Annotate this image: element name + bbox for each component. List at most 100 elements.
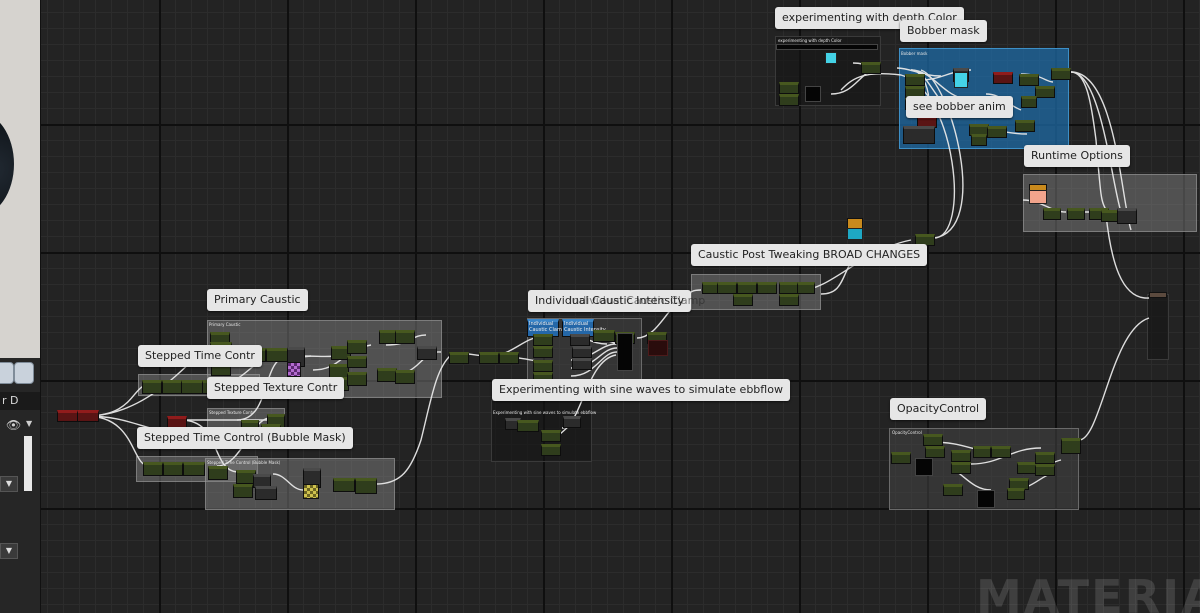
math-node[interactable] xyxy=(533,360,553,372)
math-node[interactable] xyxy=(572,346,592,358)
comment-box-runtime-options[interactable] xyxy=(1023,174,1197,232)
math-node[interactable] xyxy=(377,368,397,382)
parameter-node[interactable] xyxy=(57,410,79,422)
math-node[interactable] xyxy=(517,420,539,432)
math-node[interactable] xyxy=(797,282,815,294)
math-node[interactable] xyxy=(570,334,590,346)
math-node[interactable] xyxy=(347,372,367,386)
math-node[interactable] xyxy=(1035,464,1055,476)
math-node[interactable] xyxy=(183,462,205,476)
math-node[interactable] xyxy=(1067,208,1085,220)
math-node[interactable] xyxy=(1035,452,1055,464)
math-node[interactable] xyxy=(233,484,253,498)
math-node[interactable] xyxy=(779,94,799,106)
math-node[interactable] xyxy=(891,452,911,464)
texture-sample-node[interactable] xyxy=(915,458,933,476)
math-node[interactable] xyxy=(142,380,162,394)
math-node[interactable] xyxy=(987,126,1007,138)
math-node[interactable] xyxy=(266,348,288,362)
math-node[interactable] xyxy=(1015,120,1035,132)
node-label: Individual Caustic Clamp xyxy=(529,321,566,333)
math-node[interactable] xyxy=(181,380,203,394)
math-node[interactable] xyxy=(861,62,881,74)
math-node[interactable] xyxy=(355,478,377,494)
comment-title-caustic-post-tweaking[interactable]: Caustic Post Tweaking BROAD CHANGES xyxy=(691,244,928,266)
math-node[interactable] xyxy=(1117,208,1137,224)
chevron-down-icon[interactable]: ▼ xyxy=(26,419,33,428)
math-node[interactable] xyxy=(563,416,581,428)
texture-sample-node[interactable] xyxy=(977,490,995,508)
add-node[interactable] xyxy=(617,333,633,371)
math-node[interactable] xyxy=(533,334,553,346)
math-node[interactable] xyxy=(737,282,757,294)
math-node[interactable] xyxy=(1061,438,1081,454)
comment-title-individual-caustic-intensity[interactable]: Individual Caustic Intensity xyxy=(528,290,691,312)
comment-inner-title: Primary Caustic xyxy=(209,322,241,327)
material-graph-canvas[interactable]: Primary Caustic Stepped Texture Contr St… xyxy=(41,0,1200,613)
math-node[interactable] xyxy=(905,74,925,86)
math-node[interactable] xyxy=(903,126,935,144)
math-node[interactable] xyxy=(163,462,183,476)
math-node[interactable] xyxy=(347,340,367,354)
comment-title-stepped-time-control[interactable]: Stepped Time Contr xyxy=(138,345,262,367)
math-node[interactable] xyxy=(1051,68,1071,80)
math-node[interactable] xyxy=(717,282,737,294)
comment-title-see-bobber-anim[interactable]: see bobber anim xyxy=(906,96,1013,118)
math-node[interactable] xyxy=(925,446,945,458)
comment-title-stepped-time-control-bubble-mask[interactable]: Stepped Time Control (Bubble Mask) xyxy=(137,427,353,449)
scrollbar-thumb[interactable] xyxy=(24,436,32,491)
math-node[interactable] xyxy=(541,444,561,456)
math-node[interactable] xyxy=(971,134,987,146)
math-node[interactable] xyxy=(143,462,163,476)
comment-title-opacity-control[interactable]: OpacityControl xyxy=(890,398,987,420)
math-node[interactable] xyxy=(208,466,228,480)
math-node[interactable] xyxy=(757,282,777,294)
math-node[interactable] xyxy=(779,294,799,306)
math-node[interactable] xyxy=(923,434,943,446)
math-node[interactable] xyxy=(499,352,519,364)
math-node[interactable] xyxy=(1043,208,1061,220)
math-node[interactable] xyxy=(333,478,355,492)
math-node[interactable] xyxy=(395,330,415,344)
math-node[interactable] xyxy=(593,330,615,342)
math-node[interactable] xyxy=(329,364,349,378)
math-node[interactable] xyxy=(779,282,799,294)
math-node[interactable] xyxy=(541,430,561,442)
math-node[interactable] xyxy=(255,486,277,500)
math-node[interactable] xyxy=(533,346,553,358)
math-node[interactable] xyxy=(1035,86,1055,98)
math-node[interactable] xyxy=(417,346,437,360)
math-node[interactable] xyxy=(1021,96,1037,108)
comment-title-bobber-mask[interactable]: Bobber mask xyxy=(900,20,987,42)
math-node[interactable] xyxy=(162,380,182,394)
math-node[interactable] xyxy=(973,446,991,458)
comment-title-stepped-texture-control[interactable]: Stepped Texture Contr xyxy=(207,377,345,399)
preview-sphere-button[interactable] xyxy=(14,362,34,384)
dropdown-arrow-icon[interactable]: ▼ xyxy=(0,476,18,492)
math-node[interactable] xyxy=(449,352,469,364)
math-node[interactable] xyxy=(347,356,367,368)
eye-icon[interactable]: 👁 xyxy=(6,418,22,432)
math-node[interactable] xyxy=(943,484,963,496)
math-node[interactable] xyxy=(1007,488,1025,500)
comment-title-primary-caustic[interactable]: Primary Caustic xyxy=(207,289,308,311)
math-node[interactable] xyxy=(991,446,1011,458)
parameter-node[interactable] xyxy=(993,72,1013,84)
math-node[interactable] xyxy=(479,352,499,364)
comment-title-runtime-options[interactable]: Runtime Options xyxy=(1024,145,1130,167)
comment-title-experimenting-sine-waves[interactable]: Experimenting with sine waves to simulat… xyxy=(492,379,790,401)
texture-sample-node[interactable] xyxy=(805,86,821,102)
math-node[interactable] xyxy=(951,450,971,462)
math-node[interactable] xyxy=(733,294,753,306)
math-node[interactable] xyxy=(1019,74,1039,86)
math-node[interactable] xyxy=(779,82,799,94)
preview-shape-button[interactable] xyxy=(0,362,14,384)
comment-title-individual-caustic-clamp[interactable]: Individual Caustic Clamp xyxy=(569,294,706,307)
dropdown-arrow-icon[interactable]: ▼ xyxy=(0,543,18,559)
math-node[interactable] xyxy=(1017,462,1037,474)
math-node[interactable] xyxy=(951,462,971,474)
math-node[interactable] xyxy=(572,358,592,370)
parameter-node[interactable] xyxy=(77,410,99,422)
details-tab[interactable] xyxy=(0,392,40,410)
math-node[interactable] xyxy=(395,370,415,384)
